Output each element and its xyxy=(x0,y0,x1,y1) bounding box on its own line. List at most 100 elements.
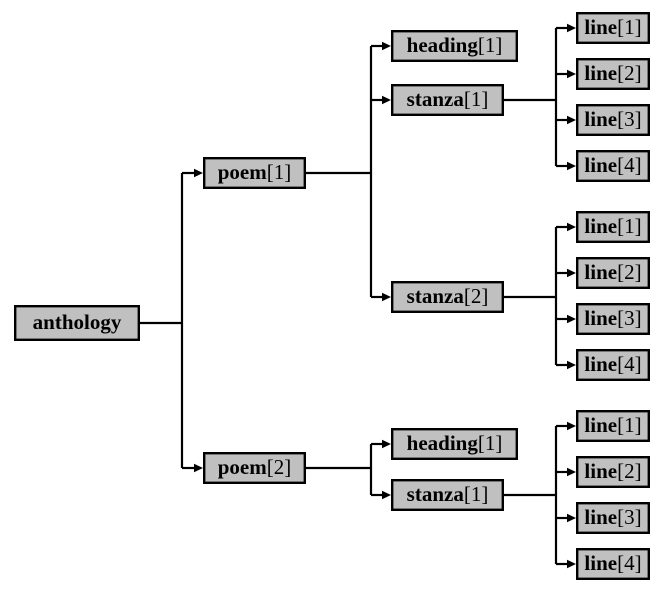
node-label-index: [1] xyxy=(464,87,489,111)
tree-node-anthology[interactable]: anthology xyxy=(13,305,140,342)
node-box[interactable] xyxy=(576,103,651,136)
node-label-index: [1] xyxy=(617,15,642,39)
node-box[interactable] xyxy=(576,410,651,443)
node-label: line[4] xyxy=(584,153,641,177)
node-label-word: line xyxy=(584,260,617,284)
node-label-index: [3] xyxy=(617,306,642,330)
node-label: anthology xyxy=(33,310,122,334)
edges-layer xyxy=(140,23,576,569)
node-box[interactable] xyxy=(576,210,651,243)
node-box[interactable] xyxy=(391,281,505,314)
node-label: heading[1] xyxy=(407,431,503,455)
edge-arrowhead-icon xyxy=(194,463,203,473)
node-label-index: [1] xyxy=(617,214,642,238)
node-label: heading[1] xyxy=(407,33,503,57)
tree-node-s1line4[interactable]: line[4] xyxy=(576,149,651,182)
edge-group xyxy=(504,421,576,569)
node-label-index: [3] xyxy=(617,505,642,529)
node-label-word: stanza xyxy=(407,284,465,308)
edge-arrowhead-icon xyxy=(567,360,576,370)
tree-node-s3line2[interactable]: line[2] xyxy=(576,456,651,489)
edge-arrowhead-icon xyxy=(567,268,576,278)
node-label-index: [4] xyxy=(617,153,642,177)
node-box[interactable] xyxy=(391,30,519,63)
tree-node-p2heading1[interactable]: heading[1] xyxy=(391,428,519,461)
edge-arrowhead-icon xyxy=(567,222,576,232)
node-label-index: [2] xyxy=(267,455,292,479)
node-label-word: line xyxy=(584,61,617,85)
node-box[interactable] xyxy=(576,257,651,290)
tree-node-p1stanza2[interactable]: stanza[2] xyxy=(391,281,505,314)
tree-node-s2line2[interactable]: line[2] xyxy=(576,257,651,290)
edge-group xyxy=(306,41,391,302)
node-box[interactable] xyxy=(576,58,651,91)
node-label: line[4] xyxy=(584,352,641,376)
node-label-word: line xyxy=(584,306,617,330)
node-label-word: heading xyxy=(407,431,479,455)
tree-node-s2line3[interactable]: line[3] xyxy=(576,303,651,336)
edge-arrowhead-icon xyxy=(382,490,391,500)
node-box[interactable] xyxy=(202,452,306,485)
tree-node-s3line4[interactable]: line[4] xyxy=(576,548,651,581)
node-box[interactable] xyxy=(576,303,651,336)
tree-node-s1line3[interactable]: line[3] xyxy=(576,103,651,136)
node-label-index: [2] xyxy=(617,260,642,284)
node-box[interactable] xyxy=(576,11,651,45)
node-label-word: anthology xyxy=(33,310,122,334)
tree-node-s2line1[interactable]: line[1] xyxy=(576,210,651,243)
node-label-word: line xyxy=(584,413,617,437)
edge-arrowhead-icon xyxy=(567,69,576,79)
node-label: line[3] xyxy=(584,306,641,330)
node-label-word: stanza xyxy=(407,87,465,111)
node-label-word: stanza xyxy=(407,482,465,506)
node-box[interactable] xyxy=(576,456,651,489)
node-label-word: line xyxy=(584,352,617,376)
node-label-word: line xyxy=(584,153,617,177)
node-label-word: line xyxy=(584,15,617,39)
node-label: line[2] xyxy=(584,459,641,483)
edge-arrowhead-icon xyxy=(567,161,576,171)
node-label-word: line xyxy=(584,551,617,575)
tree-node-p1heading1[interactable]: heading[1] xyxy=(391,30,519,63)
node-box[interactable] xyxy=(391,83,505,116)
tree-node-p1stanza1[interactable]: stanza[1] xyxy=(391,83,505,116)
node-box[interactable] xyxy=(576,502,651,535)
node-label-index: [2] xyxy=(464,284,489,308)
tree-node-poem2[interactable]: poem[2] xyxy=(202,452,306,485)
edge-group xyxy=(504,23,576,171)
tree-node-s1line1[interactable]: line[1] xyxy=(576,11,651,45)
node-label-word: heading xyxy=(407,33,479,57)
edge-arrowhead-icon xyxy=(567,314,576,324)
tree-node-s2line4[interactable]: line[4] xyxy=(576,349,651,382)
node-box[interactable] xyxy=(13,305,140,342)
node-label: stanza[2] xyxy=(407,284,489,308)
tree-node-s1line2[interactable]: line[2] xyxy=(576,58,651,91)
edge-arrowhead-icon xyxy=(567,467,576,477)
tree-node-p2stanza1[interactable]: stanza[1] xyxy=(391,479,505,512)
edge-arrowhead-icon xyxy=(567,559,576,569)
edge-arrowhead-icon xyxy=(382,95,391,105)
node-box[interactable] xyxy=(202,156,306,189)
node-box[interactable] xyxy=(576,349,651,382)
tree-node-s3line3[interactable]: line[3] xyxy=(576,502,651,535)
node-label-index: [2] xyxy=(617,459,642,483)
node-box[interactable] xyxy=(576,548,651,581)
tree-node-s3line1[interactable]: line[1] xyxy=(576,410,651,443)
edge-arrowhead-icon xyxy=(382,292,391,302)
node-label-index: [1] xyxy=(478,33,503,57)
edge-arrowhead-icon xyxy=(567,115,576,125)
node-label: stanza[1] xyxy=(407,87,489,111)
node-label: line[2] xyxy=(584,61,641,85)
edge-arrowhead-icon xyxy=(567,23,576,33)
edge-arrowhead-icon xyxy=(194,168,203,178)
tree-node-poem1[interactable]: poem[1] xyxy=(202,156,306,189)
edge-group xyxy=(306,439,391,500)
node-box[interactable] xyxy=(391,428,519,461)
node-box[interactable] xyxy=(391,479,505,512)
node-box[interactable] xyxy=(576,149,651,182)
node-label-word: line xyxy=(584,107,617,131)
node-label-index: [1] xyxy=(478,431,503,455)
node-label: line[3] xyxy=(584,505,641,529)
